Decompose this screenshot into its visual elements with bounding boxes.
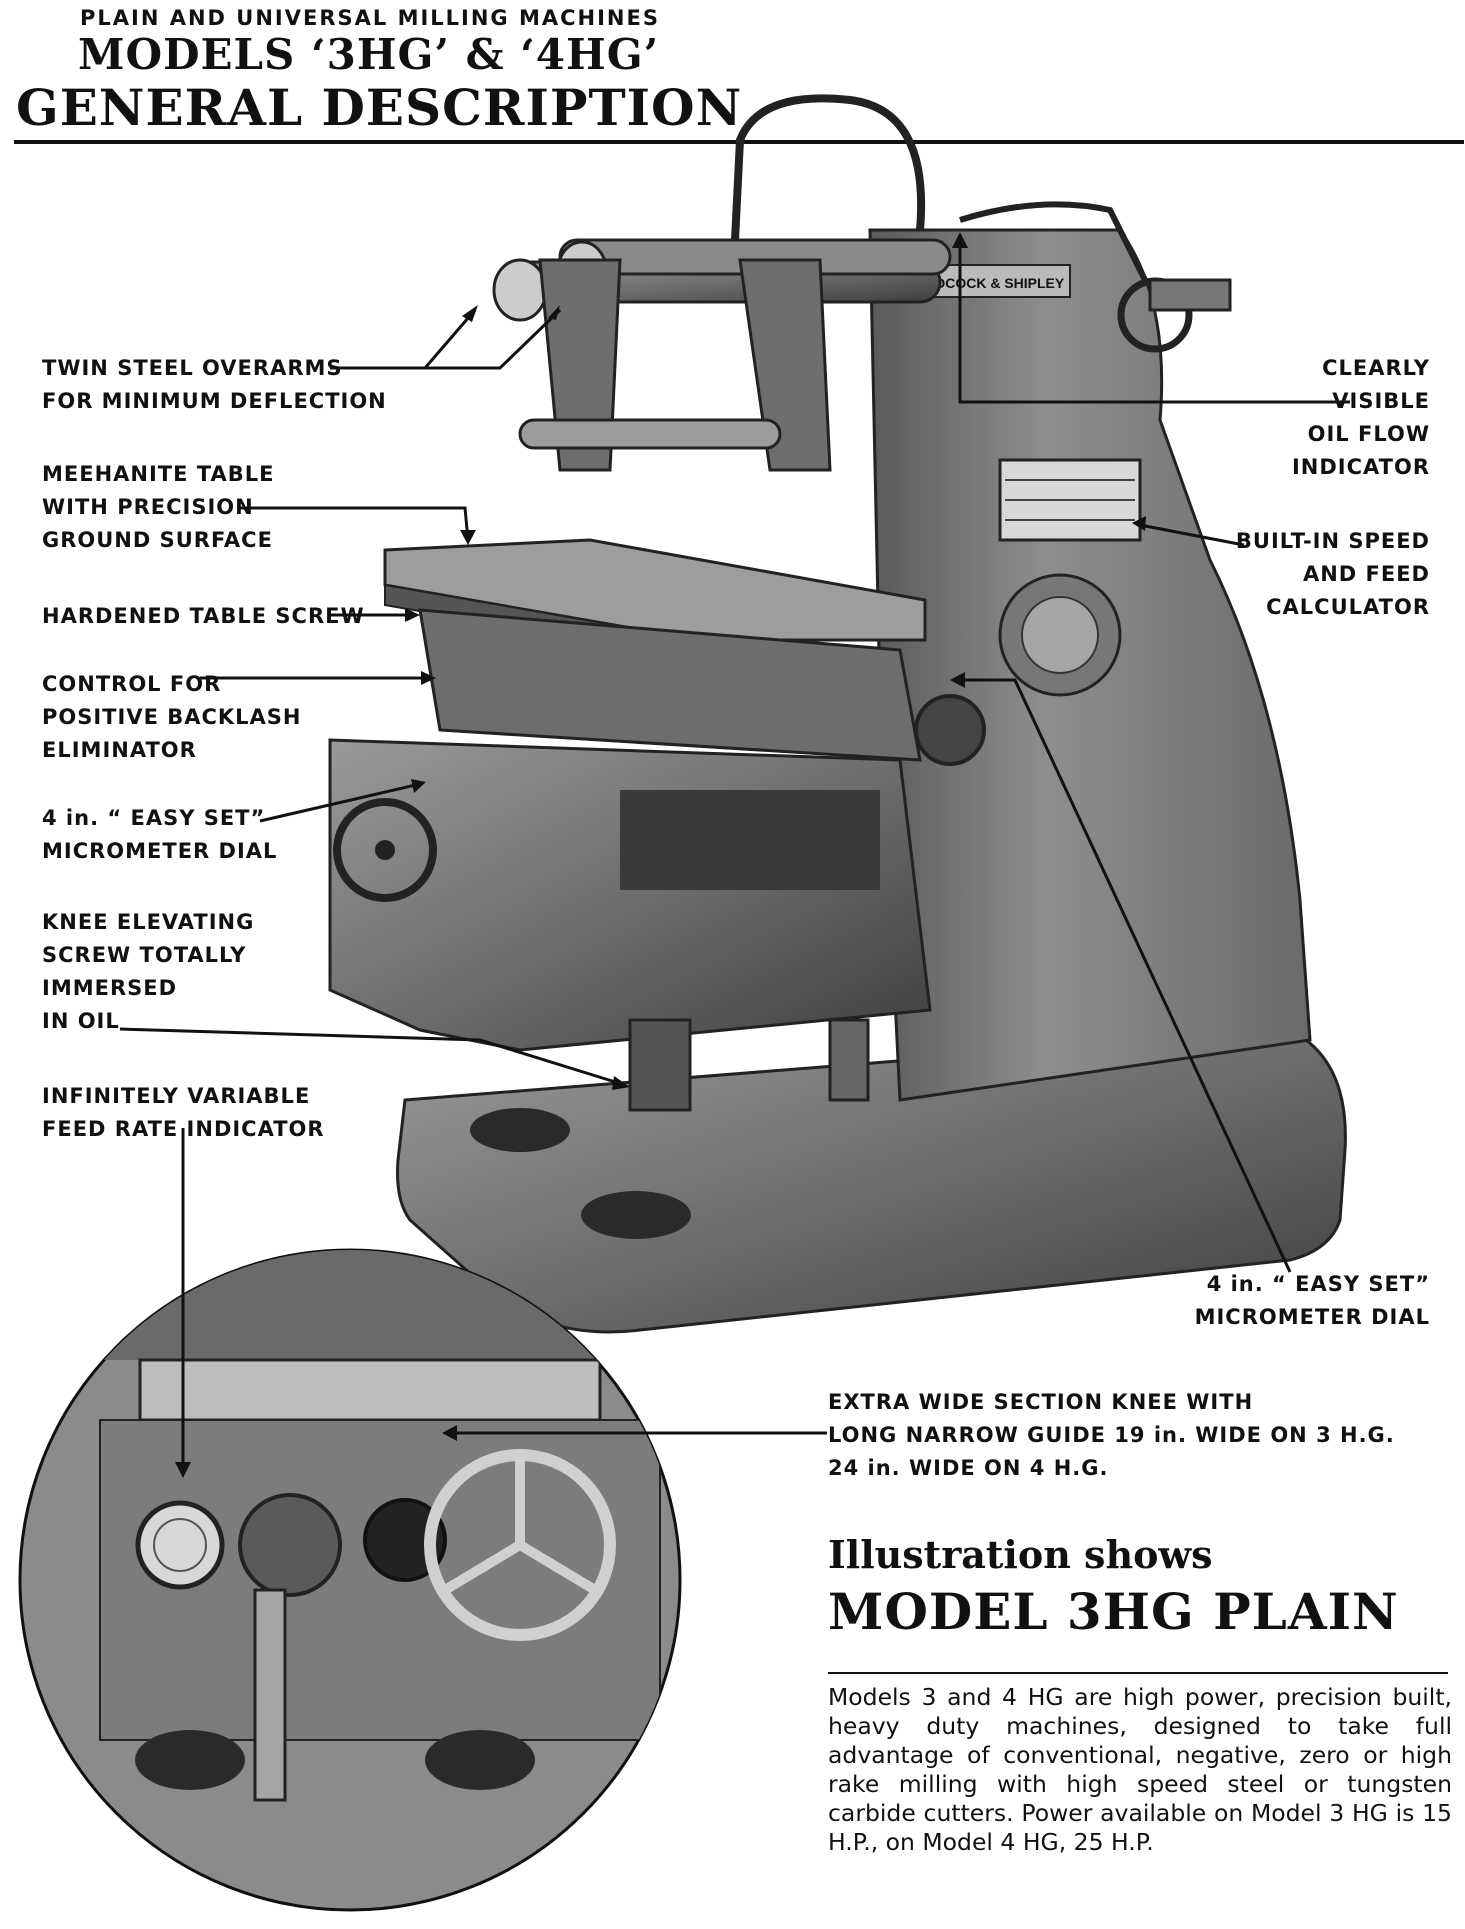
illustration-model: MODEL 3HG PLAIN: [828, 1582, 1399, 1641]
knee-ribs: [620, 790, 880, 890]
callout-micrometer-left: 4 in. “ EASY SET” MICROMETER DIAL: [42, 806, 278, 863]
callout-knee-section: EXTRA WIDE SECTION KNEE WITH LONG NARROW…: [828, 1390, 1395, 1480]
saddle: [418, 608, 922, 762]
callout-knee-screw: KNEE ELEVATING SCREW TOTALLY IMMERSED IN…: [42, 910, 255, 1033]
callout-table-screw: HARDENED TABLE SCREW: [42, 604, 365, 628]
handwheel-icon: [914, 694, 986, 766]
callout-oil-flow: CLEARLY VISIBLE OIL FLOW INDICATOR: [1291, 356, 1430, 479]
models-heading: MODELS ‘3HG’ & ‘4HG’: [78, 30, 660, 79]
arbor-support: [538, 258, 622, 472]
arbor: [518, 418, 782, 450]
subtitle: PLAIN AND UNIVERSAL MILLING MACHINES: [80, 6, 660, 30]
nameplate-text: ADCOCK & SHIPLEY: [925, 275, 1065, 291]
description-paragraph: Models 3 and 4 HG are high power, precis…: [828, 1683, 1452, 1856]
page-title: GENERAL DESCRIPTION: [16, 78, 743, 137]
callout-lines: [119, 240, 1350, 1470]
elevating-screw: [628, 1018, 692, 1112]
base-grille: [581, 1191, 691, 1239]
callout-micrometer-right: 4 in. “ EASY SET” MICROMETER DIAL: [1194, 1272, 1430, 1329]
handwheel-icon: [333, 798, 437, 902]
callout-twin-overarms: TWIN STEEL OVERARMS FOR MINIMUM DEFLECTI…: [42, 356, 387, 413]
callout-feed-rate: INFINITELY VARIABLE FEED RATE INDICATOR: [42, 1084, 325, 1141]
oil-pipe: [731, 94, 926, 241]
caption-rule: [828, 1672, 1448, 1674]
illustration-shows: Illustration shows: [828, 1532, 1213, 1577]
arbor-support: [738, 258, 832, 472]
callout-arrowheads: [175, 232, 1146, 1478]
callout-meehanite-table: MEEHANITE TABLE WITH PRECISION GROUND SU…: [42, 462, 275, 552]
base-grille: [470, 1108, 570, 1152]
callout-speed-calculator: BUILT-IN SPEED AND FEED CALCULATOR: [1235, 529, 1430, 619]
callout-backlash: CONTROL FOR POSITIVE BACKLASH ELIMINATOR: [42, 672, 302, 762]
feed-rate-indicator: [135, 1500, 225, 1590]
handwheel-icon: [424, 1449, 616, 1641]
